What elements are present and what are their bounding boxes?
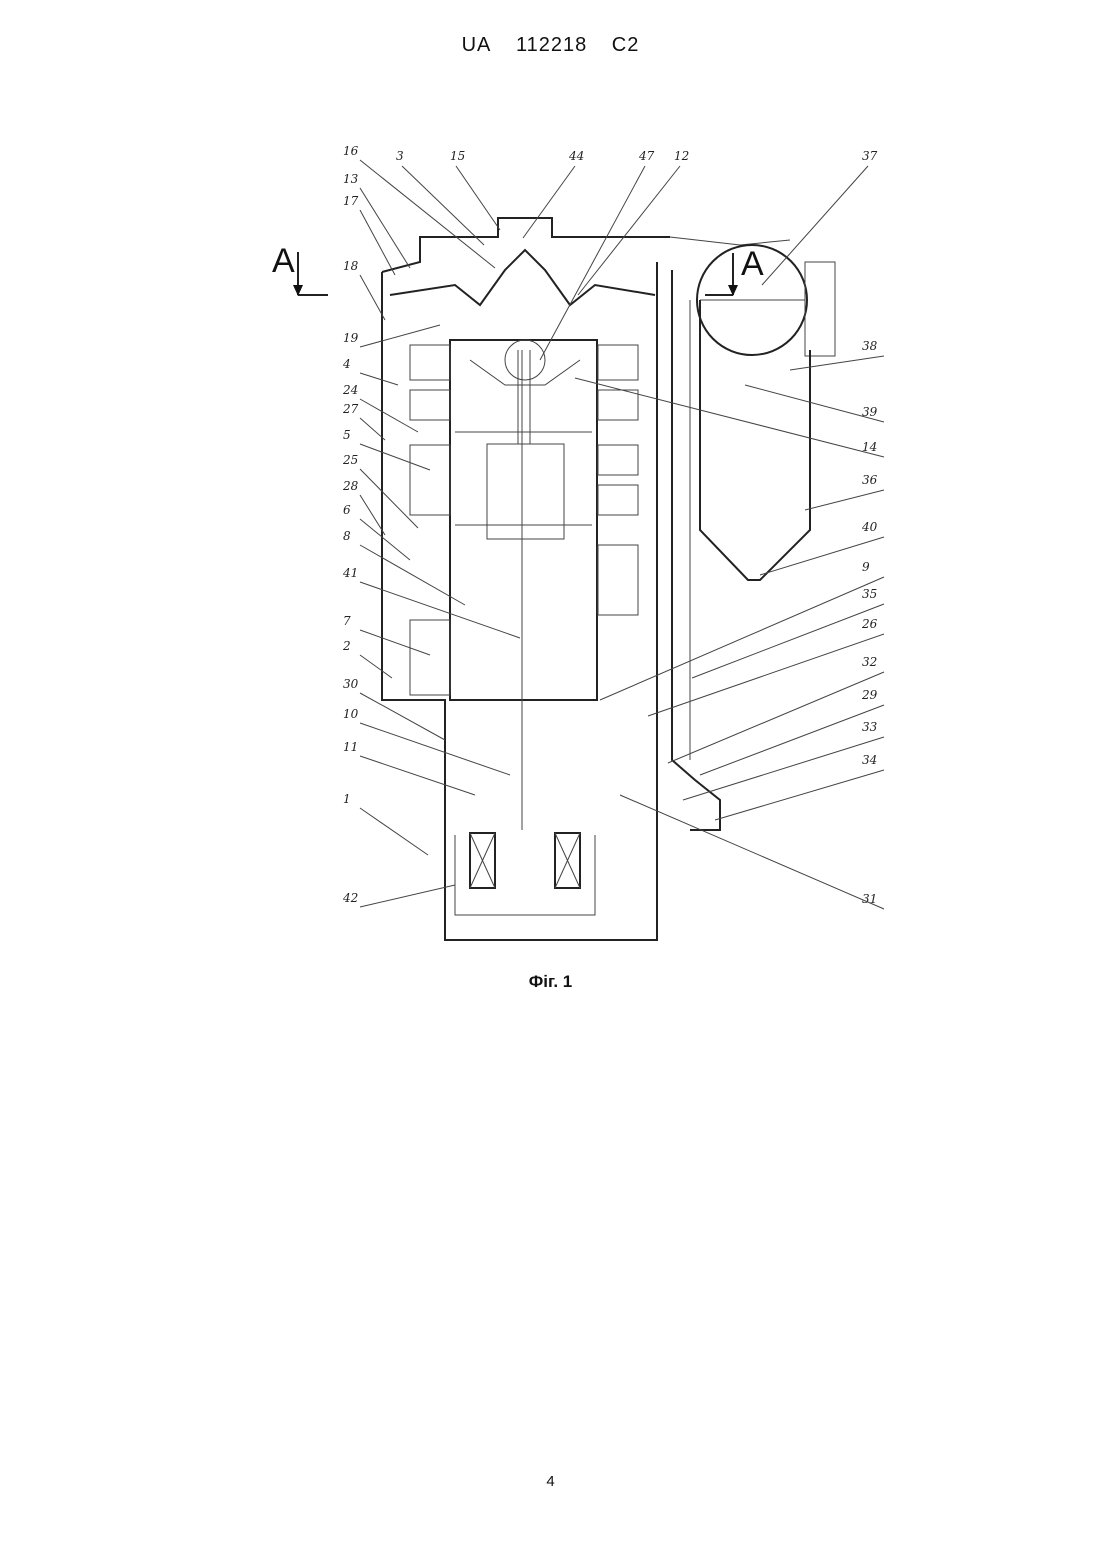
callout-label-left-4: 19 (343, 331, 359, 345)
coil-stacks (410, 345, 638, 695)
leader-line-top-5 (762, 166, 868, 285)
callout-label-left-16: 30 (343, 677, 359, 691)
callout-label-top-2: 44 (568, 149, 584, 163)
leader-line-right-7 (648, 634, 884, 716)
technical-drawing: A A 16131718194242752528684172301011142 … (0, 0, 1101, 1000)
leader-line-left-18 (360, 756, 475, 795)
callout-label-left-14: 7 (343, 614, 351, 628)
callout-label-right-9: 29 (861, 688, 878, 702)
labels-right: 3839143640935263229333431 (575, 339, 884, 909)
callout-label-left-12: 8 (343, 529, 351, 543)
leader-line-left-5 (360, 373, 398, 385)
callout-label-right-7: 26 (861, 617, 878, 631)
leader-line-top-1 (456, 166, 500, 230)
leader-line-left-0 (360, 160, 495, 268)
central-column (450, 340, 597, 830)
leader-line-top-4 (578, 166, 680, 295)
callout-label-left-19: 1 (343, 792, 351, 806)
callout-label-left-10: 28 (342, 479, 359, 493)
callout-label-left-15: 2 (342, 639, 351, 653)
callout-label-left-5: 4 (342, 357, 351, 371)
leader-line-right-10 (683, 737, 884, 800)
drive-unit (455, 833, 595, 915)
callout-label-left-7: 27 (342, 402, 359, 416)
section-mark-right: A (741, 245, 764, 283)
cyclone (672, 245, 835, 830)
callout-label-left-1: 13 (343, 172, 359, 186)
leader-line-right-0 (790, 356, 884, 370)
callout-label-right-12: 31 (862, 892, 877, 906)
callout-label-left-3: 18 (343, 259, 359, 273)
leader-line-left-4 (360, 325, 440, 347)
callout-label-top-0: 3 (396, 149, 404, 163)
callout-label-top-1: 15 (450, 149, 465, 163)
figure-caption: Фіг. 1 (0, 972, 1101, 992)
callout-label-right-5: 9 (862, 560, 870, 574)
leader-line-left-6 (360, 399, 418, 432)
callout-label-right-10: 33 (862, 720, 878, 734)
leader-line-left-8 (360, 444, 430, 470)
callout-label-right-4: 40 (861, 520, 878, 534)
leader-line-right-3 (805, 490, 884, 510)
callout-label-right-11: 34 (862, 753, 877, 767)
callout-label-left-18: 11 (343, 740, 358, 754)
leader-line-left-14 (360, 630, 430, 655)
callout-label-left-0: 16 (343, 144, 359, 158)
callout-label-top-3: 47 (638, 149, 655, 163)
page-number: 4 (0, 1473, 1101, 1490)
callout-label-top-4: 12 (674, 149, 689, 163)
leader-line-left-15 (360, 655, 392, 678)
leader-line-left-17 (360, 723, 510, 775)
leader-line-top-3 (540, 166, 645, 360)
callout-label-left-20: 42 (342, 891, 358, 905)
leader-line-left-11 (360, 519, 410, 560)
leader-line-right-5 (600, 577, 884, 700)
leader-line-left-20 (360, 885, 455, 907)
leader-line-left-2 (360, 210, 395, 275)
leader-line-right-9 (700, 705, 884, 775)
callout-label-right-3: 36 (862, 473, 878, 487)
callout-label-left-11: 6 (343, 503, 351, 517)
callout-label-left-13: 41 (342, 566, 358, 580)
housing (382, 218, 790, 940)
leader-line-right-12 (620, 795, 884, 909)
leader-line-top-2 (523, 166, 575, 238)
callout-label-right-6: 35 (862, 587, 877, 601)
leader-line-right-11 (715, 770, 884, 820)
leader-line-top-0 (402, 166, 484, 245)
leader-line-left-19 (360, 808, 428, 855)
callout-label-left-8: 5 (343, 428, 351, 442)
callout-label-top-5: 37 (862, 149, 878, 163)
callout-label-left-17: 10 (343, 707, 359, 721)
callout-label-left-2: 17 (343, 194, 359, 208)
callout-label-right-0: 38 (862, 339, 878, 353)
leader-line-left-9 (360, 469, 418, 528)
section-mark-left: A (272, 242, 295, 280)
leader-line-right-1 (745, 385, 884, 422)
callout-label-left-6: 24 (342, 383, 358, 397)
callout-label-left-9: 25 (342, 453, 358, 467)
callout-label-right-8: 32 (862, 655, 877, 669)
